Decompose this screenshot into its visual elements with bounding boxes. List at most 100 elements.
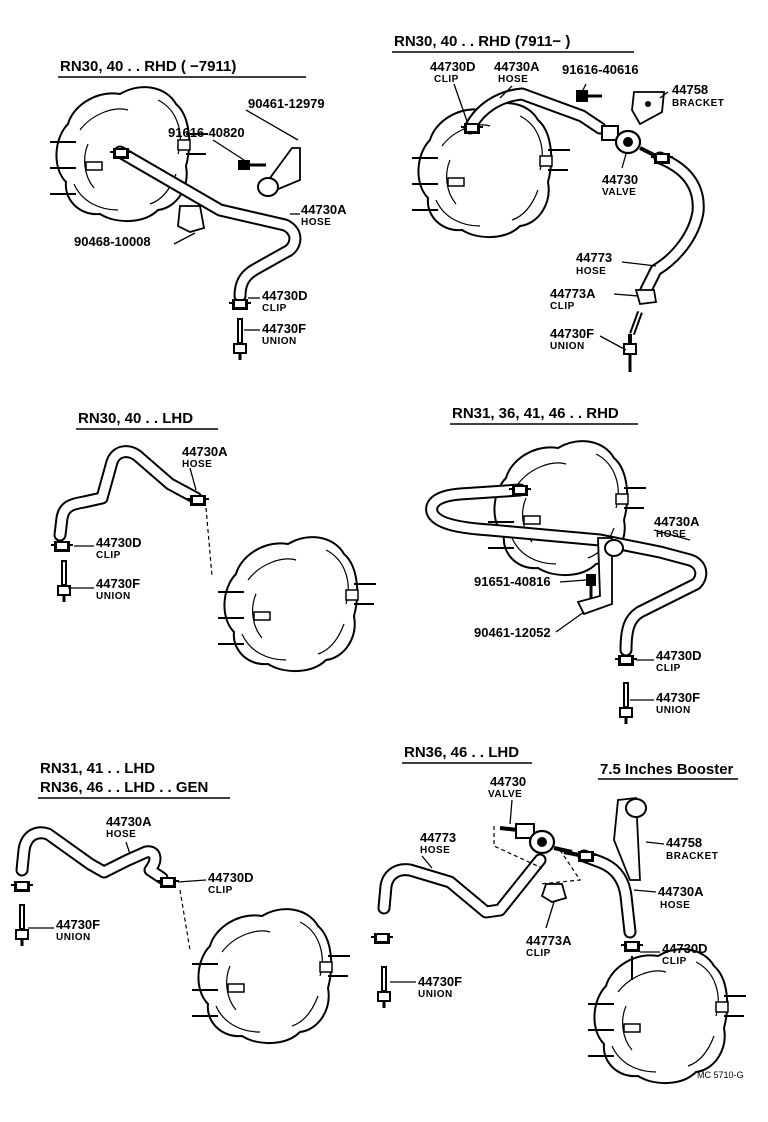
brake-booster — [217, 536, 377, 673]
section-heading: RN30, 40 . . LHD — [78, 410, 193, 427]
svg-text:44730A: 44730A — [182, 444, 228, 459]
section-heading: RN30, 40 . . RHD ( −7911) — [60, 58, 236, 75]
svg-text:VALVE: VALVE — [602, 187, 636, 198]
svg-text:HOSE: HOSE — [660, 900, 690, 911]
svg-text:44730D: 44730D — [208, 870, 254, 885]
svg-text:44730A: 44730A — [658, 884, 704, 899]
callout-44730d-clip: 44730D CLIP — [208, 870, 254, 896]
section-rn36-46-lhd: RN36, 46 . . LHD 44730 VALVE — [370, 744, 582, 1008]
hose-2 — [639, 151, 705, 297]
brake-booster — [487, 440, 647, 577]
union — [16, 904, 28, 946]
section-heading: 7.5 Inches Booster — [600, 761, 734, 778]
svg-text:44730F: 44730F — [418, 974, 462, 989]
svg-text:44730A: 44730A — [654, 514, 700, 529]
vacuum-hose — [113, 145, 302, 303]
svg-text:UNION: UNION — [656, 705, 691, 716]
callout-90461-12979: 90461-12979 — [248, 96, 325, 111]
callout-44773a-clip: 44773A CLIP — [526, 933, 572, 959]
svg-text:UNION: UNION — [96, 591, 131, 602]
svg-text:CLIP: CLIP — [550, 301, 575, 312]
union — [623, 310, 643, 372]
bracket — [631, 91, 665, 126]
brake-booster — [191, 908, 351, 1045]
svg-text:90468-10008: 90468-10008 — [74, 234, 151, 249]
union — [620, 682, 632, 724]
section-rn30-40-rhd-to-7911: RN30, 40 . . RHD ( −7911) — [49, 58, 347, 360]
callout-44773a-clip: 44773A CLIP — [550, 286, 596, 312]
svg-text:44730D: 44730D — [430, 59, 476, 74]
svg-text:90461-12979: 90461-12979 — [248, 96, 325, 111]
bolt — [586, 574, 596, 598]
svg-text:CLIP: CLIP — [434, 74, 459, 85]
callout-44773-hose: 44773 HOSE — [576, 250, 612, 277]
svg-text:44730D: 44730D — [662, 941, 708, 956]
union — [58, 560, 70, 602]
svg-text:44730: 44730 — [490, 774, 526, 789]
svg-text:90461-12052: 90461-12052 — [474, 625, 551, 640]
brake-booster — [587, 948, 747, 1085]
svg-text:44730F: 44730F — [656, 690, 700, 705]
svg-text:CLIP: CLIP — [662, 956, 687, 967]
bracket — [613, 796, 647, 881]
section-rn30-40-rhd-from-7911: RN30, 40 . . RHD (7911− ) — [392, 33, 724, 372]
svg-text:HOSE: HOSE — [656, 529, 686, 540]
svg-text:44730F: 44730F — [550, 326, 594, 341]
svg-text:44730A: 44730A — [106, 814, 152, 829]
bolt — [576, 90, 602, 102]
callout-44730d-clip: 44730D CLIP — [96, 535, 142, 561]
vacuum-hose — [577, 849, 637, 939]
svg-text:UNION: UNION — [550, 341, 585, 352]
hose-clamp — [177, 205, 206, 233]
svg-text:44773: 44773 — [420, 830, 456, 845]
vacuum-hose — [463, 87, 607, 135]
callout-44730a-hose: 44730A HOSE — [182, 444, 228, 470]
svg-text:CLIP: CLIP — [96, 550, 121, 561]
vacuum-hose — [425, 483, 708, 657]
svg-text:UNION: UNION — [262, 336, 297, 347]
brake-booster — [411, 102, 571, 239]
callout-44730a-hose: 44730A HOSE — [658, 884, 704, 911]
svg-text:44773A: 44773A — [550, 286, 596, 301]
vacuum-hose — [15, 826, 169, 885]
clip — [228, 298, 252, 311]
callout-44730f-union: 44730F UNION — [56, 917, 100, 943]
section-rn30-40-lhd: RN30, 40 . . LHD 44730A HOSE 44730D CLIP… — [50, 410, 377, 673]
svg-text:44773A: 44773A — [526, 933, 572, 948]
section-heading: RN36, 46 . . LHD — [404, 744, 519, 761]
callout-44730f-union: 44730F UNION — [550, 326, 594, 352]
callout-91651-40816: 91651-40816 — [474, 574, 551, 589]
clip — [50, 540, 74, 553]
clip — [614, 654, 638, 667]
svg-text:44730D: 44730D — [96, 535, 142, 550]
svg-text:BRACKET: BRACKET — [672, 98, 724, 109]
callout-44773-hose: 44773 HOSE — [420, 830, 456, 856]
section-heading-line1: RN31, 41 . . LHD — [40, 760, 155, 777]
svg-text:44758: 44758 — [666, 835, 702, 850]
clip-44773a — [634, 289, 658, 305]
svg-text:44730F: 44730F — [96, 576, 140, 591]
callout-44730a-hose: 44730A HOSE — [301, 202, 347, 228]
clip — [460, 122, 484, 135]
callout-44730d-clip: 44730D CLIP — [656, 648, 702, 674]
svg-text:44730F: 44730F — [56, 917, 100, 932]
callout-44758-bracket: 44758 BRACKET — [672, 82, 724, 109]
check-valve — [601, 125, 657, 158]
section-rn31-41-lhd-rn36-46-lhd-gen: RN31, 41 . . LHD RN36, 46 . . LHD . . GE… — [10, 760, 351, 1045]
svg-text:91616-40616: 91616-40616 — [562, 62, 639, 77]
hose-clip — [186, 494, 210, 507]
hose-clip — [109, 147, 133, 160]
callout-44730f-union: 44730F UNION — [262, 321, 306, 347]
callout-44730a-hose: 44730A HOSE — [106, 814, 152, 840]
hose-clip — [156, 876, 180, 889]
hose-clip-2 — [650, 152, 674, 165]
callout-44730d-clip: 44730D CLIP — [662, 941, 708, 967]
callout-44730d-clip: 44730D CLIP — [262, 288, 308, 314]
svg-text:44730D: 44730D — [656, 648, 702, 663]
svg-text:HOSE: HOSE — [182, 459, 212, 470]
hose-clip — [508, 484, 532, 497]
bracket — [257, 147, 301, 197]
bolt — [238, 160, 266, 170]
svg-text:HOSE: HOSE — [498, 74, 528, 85]
svg-text:44730A: 44730A — [301, 202, 347, 217]
